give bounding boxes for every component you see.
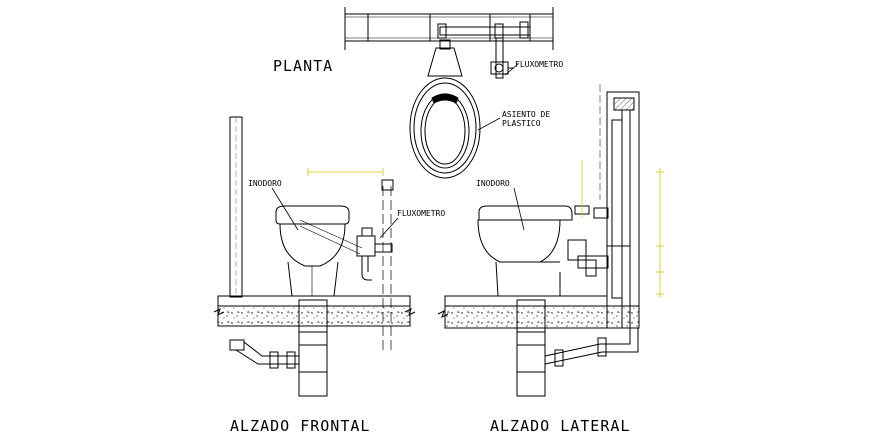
side-dimensions — [581, 160, 664, 298]
plan-wall — [344, 7, 554, 50]
asiento-label-line2: PLASTICO — [502, 119, 541, 128]
plan-view — [344, 7, 554, 179]
plan-supply-pipe — [437, 21, 531, 79]
inodoro-side-label: INODORO — [476, 179, 510, 188]
side-elevation — [437, 84, 664, 397]
plan-title: PLANTA — [273, 57, 333, 75]
asiento-label-line1: ASIENTO DE — [502, 110, 550, 119]
inodoro-front-label: INODORO — [248, 179, 282, 188]
side-elevation-title: ALZADO LATERAL — [490, 417, 630, 435]
fluxometro-plan-label: FLUXOMETRO — [515, 60, 563, 69]
front-elevation-title: ALZADO FRONTAL — [230, 417, 370, 435]
front-elevation — [213, 116, 416, 397]
plan-toilet — [409, 39, 481, 179]
fluxometro-front-label: FLUXOMETRO — [397, 209, 445, 218]
